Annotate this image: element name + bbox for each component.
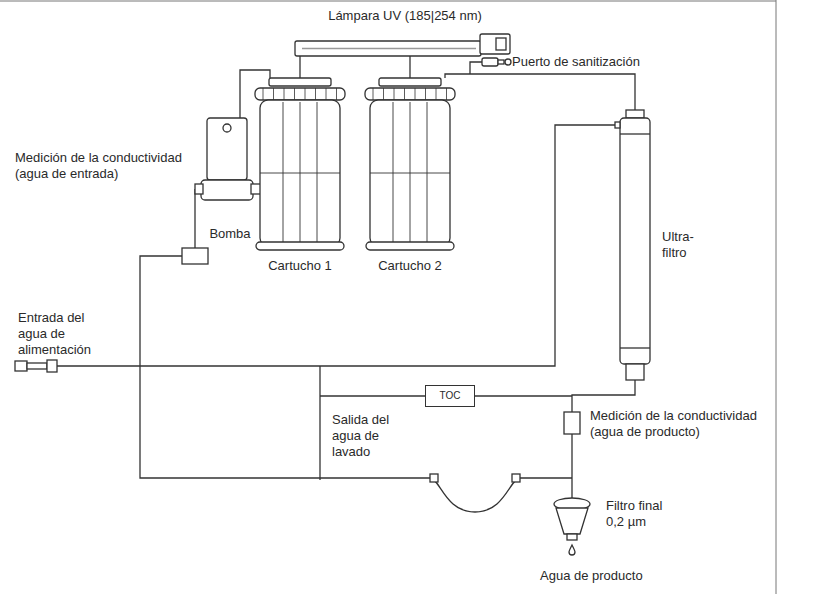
callout-label: Salida del agua de lavado	[332, 412, 404, 460]
part-label: Cartucho 2	[378, 258, 442, 274]
pump-outlet-pipe	[194, 189, 195, 248]
pipe-connector	[445, 74, 635, 110]
callout-label: Puerto de sanitización	[512, 54, 640, 70]
recirculation-pipe	[140, 256, 572, 512]
conductivity-sensor	[182, 248, 208, 264]
cartridge-shape	[255, 78, 345, 274]
frame-line	[776, 0, 777, 594]
part-label: Filtro final 0,2 µm	[606, 498, 680, 530]
part-label: Bomba	[209, 226, 250, 242]
tube-coupling	[512, 474, 520, 482]
callout-label: Entrada del agua de alimentación	[18, 310, 110, 358]
frame-line	[0, 1, 776, 2]
cartridge: Cartucho 2	[365, 78, 455, 274]
drain-pipe	[319, 366, 320, 480]
box-label: TOC	[440, 390, 461, 402]
callout-label: Medición de la conductividad (agua de en…	[15, 150, 200, 182]
part-label: Cartucho 1	[268, 258, 332, 274]
cartridge-shape	[365, 78, 455, 274]
pump-shape	[195, 118, 265, 242]
part-label: Ultra- filtro	[662, 229, 706, 261]
callout-label: Medición de la conductividad (agua de pr…	[590, 408, 772, 440]
pump: Bomba	[195, 118, 265, 242]
sanitization-port	[482, 58, 511, 66]
uv-lamp: Lámpara UV (185|254 nm)	[290, 8, 520, 56]
cartridge: Cartucho 1	[255, 78, 345, 274]
ultrafilter: Ultra- filtro	[615, 110, 710, 380]
pipe-connector	[409, 56, 410, 78]
pipe-connector	[299, 56, 300, 78]
part-label: Lámpara UV (185|254 nm)	[328, 8, 482, 24]
conductivity-sensor	[564, 412, 580, 434]
callout-label: Agua de producto	[540, 568, 643, 584]
inlet-fitting	[15, 360, 57, 372]
final-filter: Filtro final 0,2 µm	[550, 498, 684, 558]
toc-box: TOC	[425, 385, 475, 407]
tube-coupling	[430, 474, 438, 482]
port-pipe	[470, 62, 482, 74]
